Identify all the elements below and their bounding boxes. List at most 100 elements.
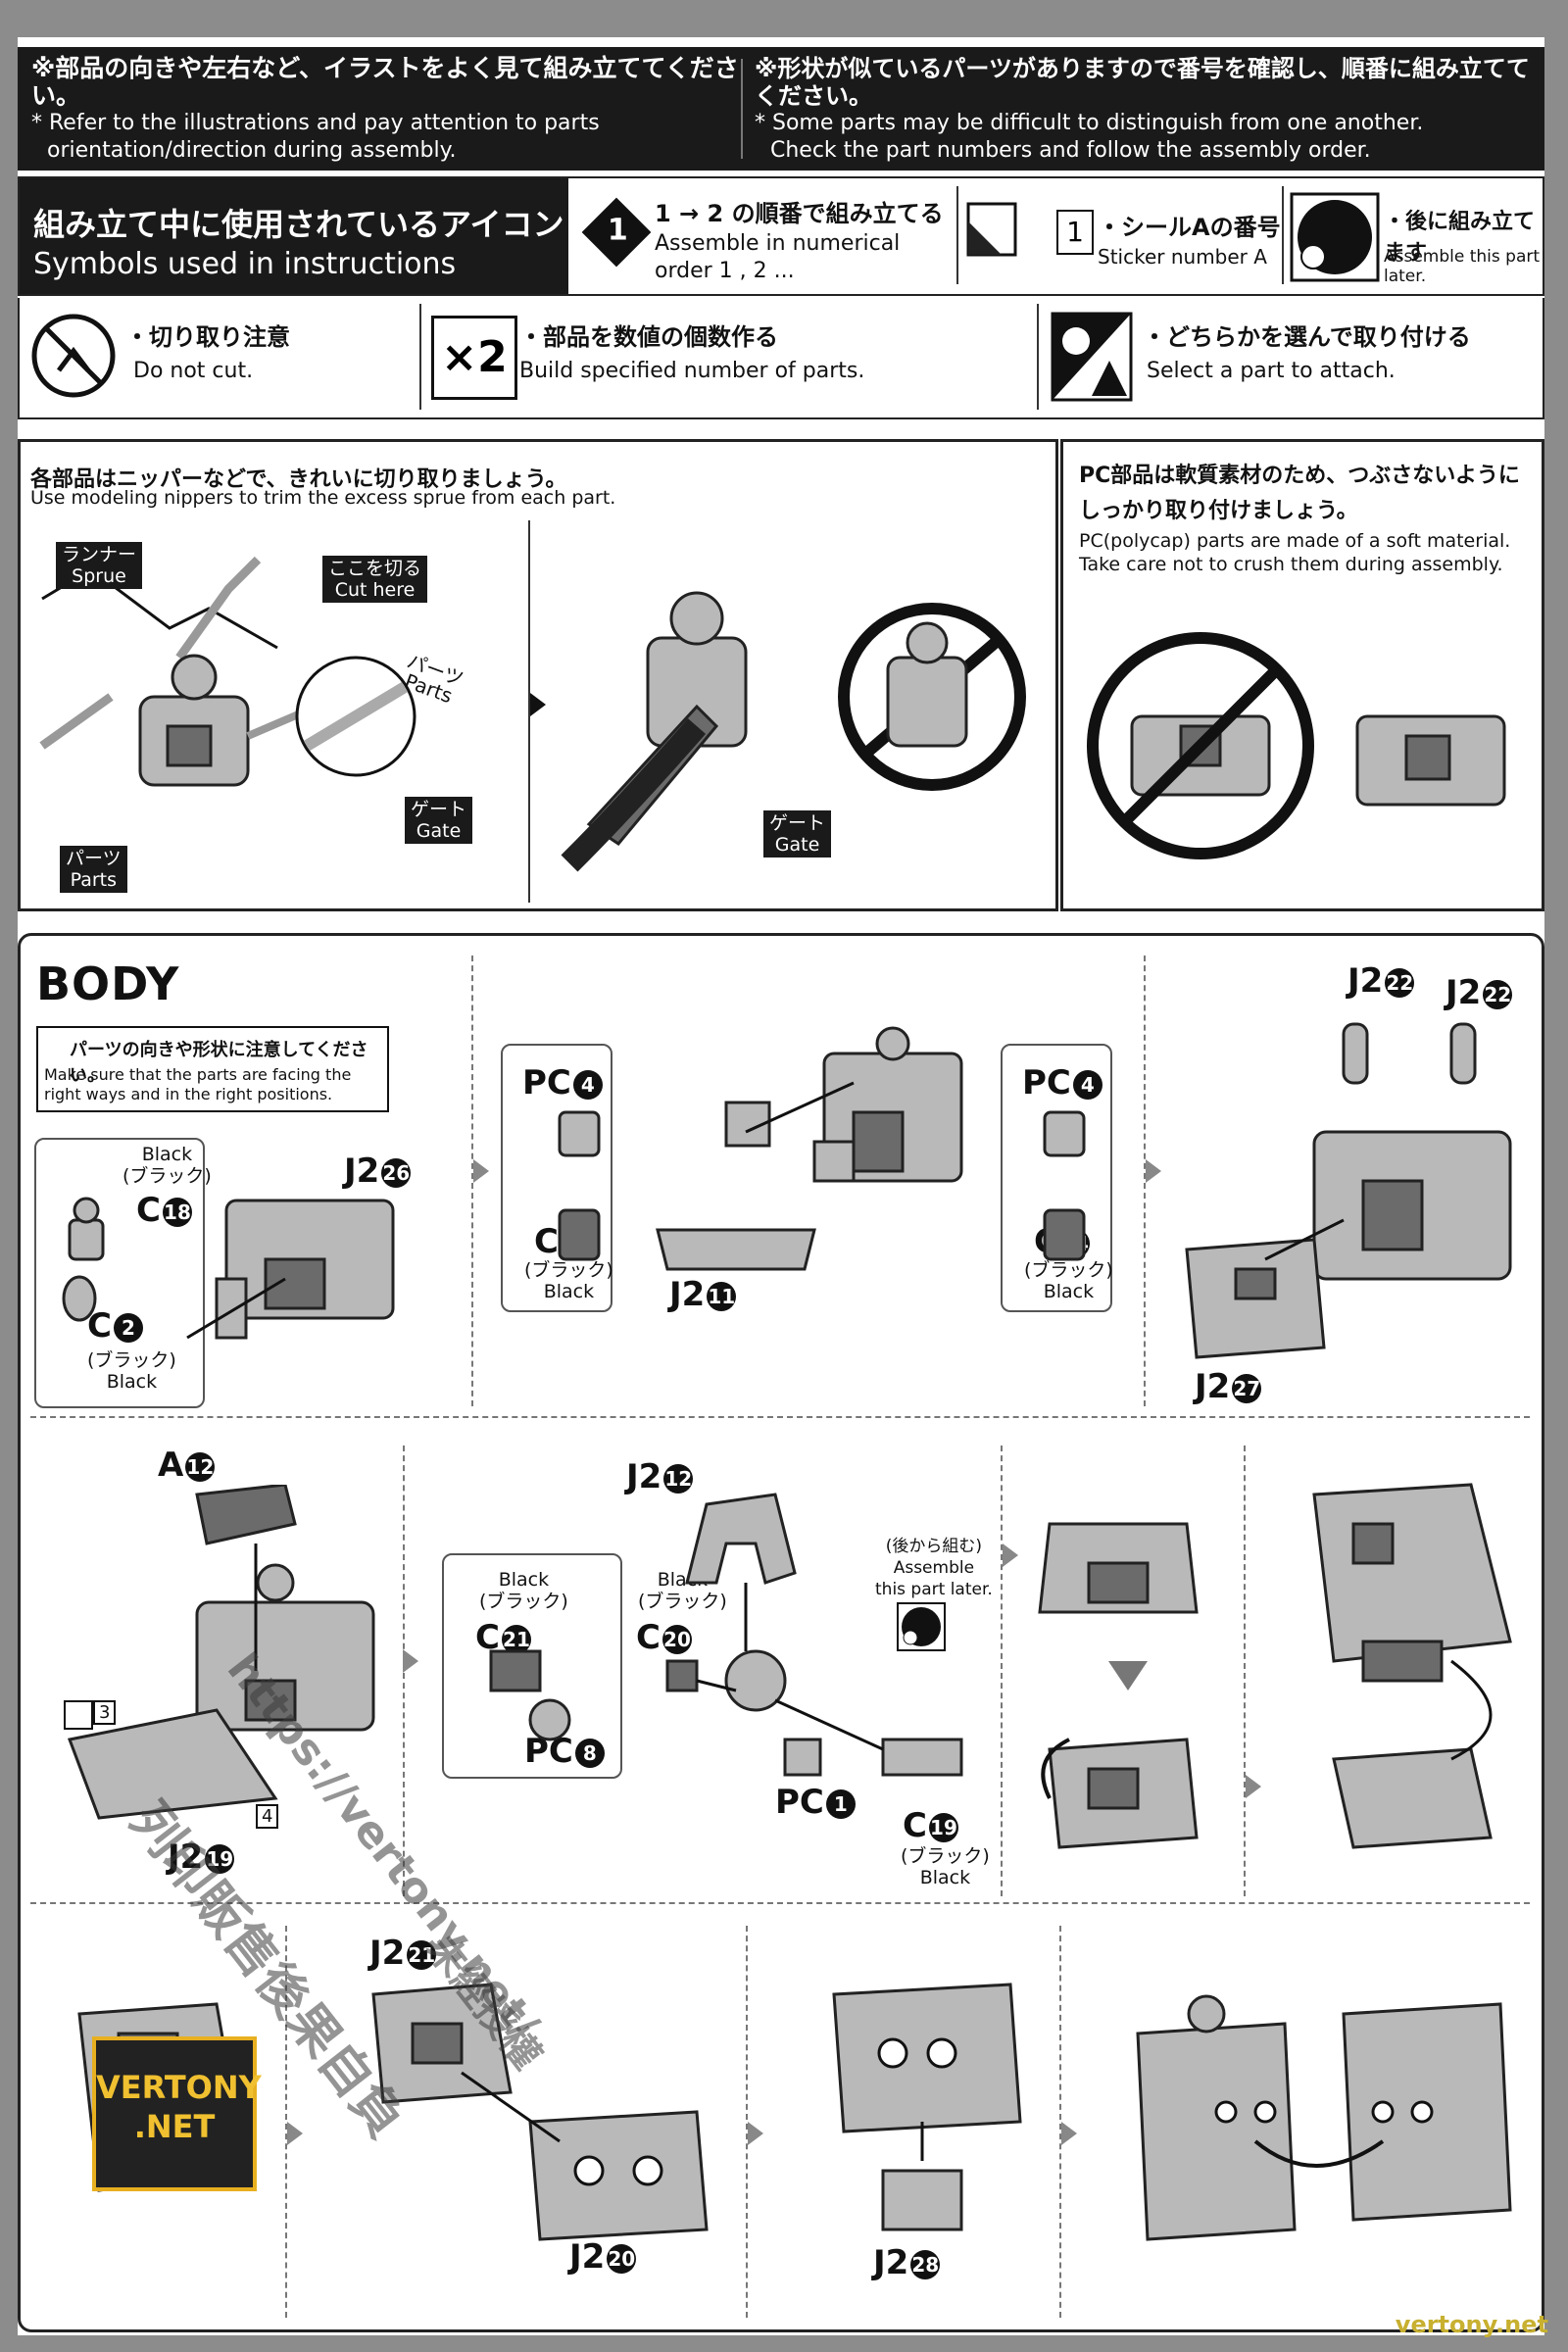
nipper-trim-illustration <box>561 591 1026 872</box>
later-jp: ・後に組み立てます <box>1384 210 1536 266</box>
step6-illustration <box>1038 1522 1199 1849</box>
part-j2-22-a-letter: J2 <box>1348 961 1384 1001</box>
col-divider-a <box>471 956 473 1406</box>
later-en: Assemble this part later. <box>1384 247 1541 286</box>
c19-black-label: (ブラック)Black <box>901 1845 990 1888</box>
pc-jp1: PC部品は軟質素材のため、つぶさないように <box>1079 464 1520 488</box>
col-divider-e <box>1244 1446 1246 1896</box>
order-jp: 1 → 2 の順番で組み立てる <box>655 200 944 227</box>
c20-black-jp: (ブラック) <box>638 1591 727 1612</box>
header-left-en2: orientation/direction during assembly. <box>47 138 457 163</box>
part-j2-20-letter: J2 <box>569 2237 606 2277</box>
sticker-3-icon <box>64 1700 93 1730</box>
step-arrow-8 <box>1061 2122 1077 2145</box>
legend-divider-2 <box>1282 186 1284 284</box>
c18-black-jp: (ブラック) <box>122 1165 212 1187</box>
c24-black-jp: (ブラック) <box>1024 1259 1113 1281</box>
header-right-en2: Check the part numbers and follow the as… <box>770 138 1371 163</box>
part-j2-21-letter: J2 <box>369 1934 406 1973</box>
part-c19-letter: C <box>903 1806 927 1845</box>
col-divider-d <box>1001 1446 1003 1896</box>
c18-black-label: Black(ブラック) <box>122 1144 212 1187</box>
step-arrow-4 <box>1003 1544 1018 1567</box>
multi-jp: ・部品を数値の個数作る <box>519 323 778 351</box>
next-arrow <box>530 693 546 716</box>
step2-illustration <box>558 1026 1086 1271</box>
symbols-title: 組み立て中に使用されているアイコン Symbols used in instru… <box>20 178 568 294</box>
order-en2: order 1 , 2 ... <box>655 259 795 283</box>
part-j2-22-a-number: 22 <box>1385 967 1415 998</box>
nipper-en: Use modeling nippers to trim the excess … <box>30 487 616 509</box>
c19-black-jp: (ブラック) <box>901 1845 990 1867</box>
pc-en2: Take care not to crush them during assem… <box>1079 554 1503 575</box>
header-right-jp: ※形状が似ているパーツがありますので番号を確認し、順番に組み立ててください。 <box>755 55 1530 110</box>
header-left-en1: * Refer to the illustrations and pay att… <box>31 111 600 135</box>
footer-watermark: vertony.net <box>1395 2311 1548 2338</box>
part-pc8-number: 8 <box>574 1738 605 1768</box>
part-j2-12-letter: J2 <box>626 1457 662 1496</box>
later-label-en2: this part later. <box>875 1580 993 1599</box>
pc-jp2: しっかり取り付けましょう。 <box>1079 499 1358 523</box>
sticker-icon <box>966 202 1017 257</box>
nipper-instructions: 各部品はニッパーなどで、きれいに切り取りましょう。 Use modeling n… <box>18 439 1058 911</box>
part-j2-22-b-letter: J2 <box>1446 973 1482 1012</box>
row-divider-2 <box>30 1902 1530 1904</box>
step3-illustration <box>1185 1022 1512 1359</box>
step10-illustration <box>832 1983 1022 2231</box>
parts-en: Parts <box>70 869 118 891</box>
sprue-jp: ランナー <box>62 544 137 565</box>
part-j2-27-number: 27 <box>1232 1373 1262 1403</box>
part-c18-number: 18 <box>162 1197 192 1227</box>
part-pc4-a-letter: PC <box>522 1063 571 1102</box>
step-arrow-6 <box>287 2122 303 2145</box>
part-pc4-b-letter: PC <box>1022 1063 1071 1102</box>
part-j2-20-number: 20 <box>607 2243 637 2274</box>
donotcut-jp: ・切り取り注意 <box>125 323 290 351</box>
orientation-en1: Make sure that the parts are facing the <box>44 1065 352 1084</box>
polycap-note: PC部品は軟質素材のため、つぶさないように しっかり取り付けましょう。 PC(p… <box>1060 439 1544 911</box>
later-label-en1: Assemble <box>893 1558 975 1578</box>
part-j2-28-number: 28 <box>910 2249 941 2279</box>
part-pc1-number: 1 <box>825 1788 856 1819</box>
row2-divider-2 <box>1037 304 1039 410</box>
pc-en1: PC(polycap) parts are made of a soft mat… <box>1079 530 1511 552</box>
part-c21-number: 21 <box>501 1624 531 1654</box>
callout-box-c18-c2 <box>34 1138 205 1408</box>
body-title: BODY <box>36 957 180 1010</box>
step4-illustration <box>67 1485 375 1820</box>
c21-black-label: Black(ブラック) <box>479 1569 568 1612</box>
parts-jp: パーツ <box>66 848 122 869</box>
row2-divider <box>419 304 421 410</box>
badge-line1: VERTONY <box>96 2069 262 2106</box>
c24-black-label: (ブラック)Black <box>1024 1259 1113 1302</box>
c25-black-en: Black <box>543 1281 595 1302</box>
step1-illustration <box>62 1197 395 1340</box>
step-arrow-5 <box>1246 1775 1261 1798</box>
badge-line2: .NET <box>133 2108 216 2145</box>
part-j2-12-number: 12 <box>663 1463 694 1494</box>
assemble-later-icon <box>1290 192 1380 282</box>
do-not-cut-icon <box>31 314 116 398</box>
body-assembly-section: BODY パーツの向きや形状に注意してください。 Make sure that … <box>18 933 1544 2332</box>
legend-divider <box>956 186 958 284</box>
part-c25-letter: C <box>534 1222 559 1261</box>
part-c20-number: 20 <box>662 1624 692 1654</box>
symbols-title-en: Symbols used in instructions <box>33 247 457 281</box>
gate2-jp: ゲート <box>769 812 826 834</box>
c21-black-jp: (ブラック) <box>479 1591 568 1612</box>
callout-box-pc4-c24 <box>1001 1044 1112 1312</box>
